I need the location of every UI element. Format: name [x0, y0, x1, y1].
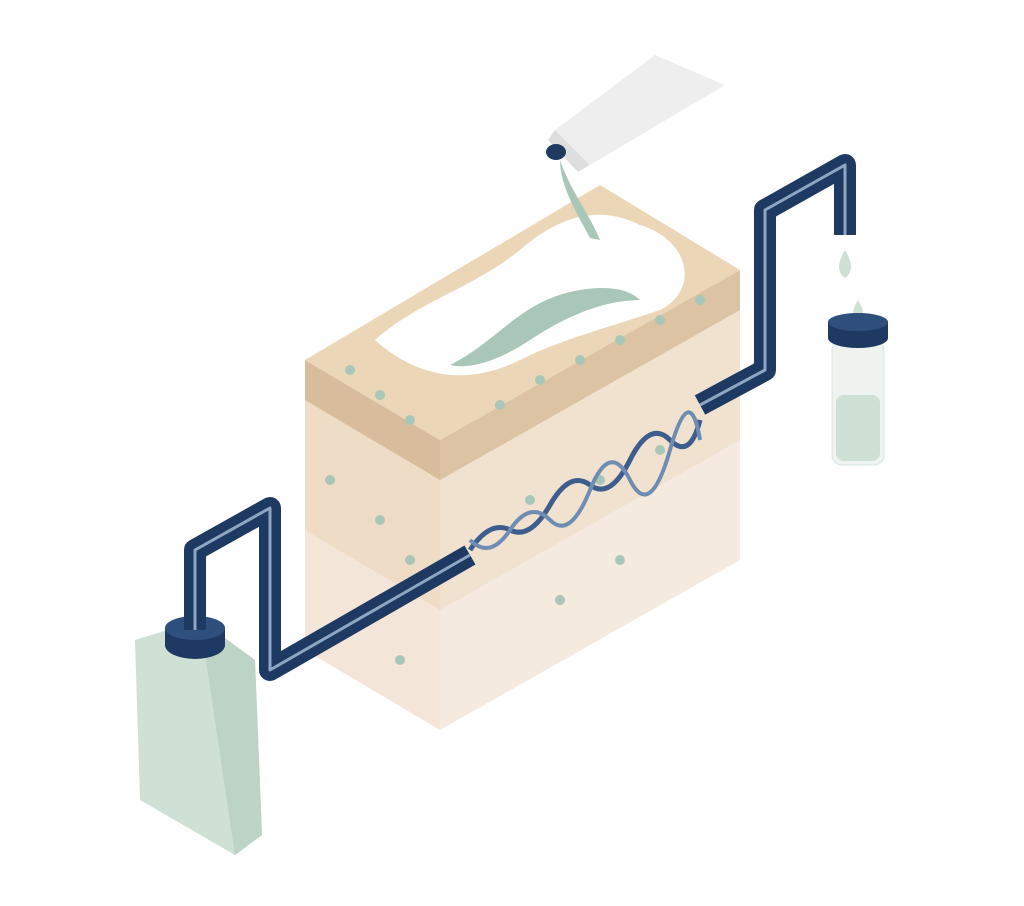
cream-layer: [375, 214, 685, 376]
skin-dermis-front: [305, 390, 440, 610]
falling-drops: [839, 250, 863, 322]
skin-block: [305, 185, 740, 730]
left-bottle: [135, 616, 262, 855]
left-bottle-cap: [165, 616, 225, 659]
pipe-system: [184, 154, 856, 681]
cream-swirl: [450, 288, 640, 367]
droplets: [325, 295, 705, 665]
cream-tube: [546, 55, 725, 240]
right-vial: [828, 313, 888, 466]
skin-epidermis-front: [305, 360, 440, 480]
skin-epidermis-right: [440, 270, 740, 480]
